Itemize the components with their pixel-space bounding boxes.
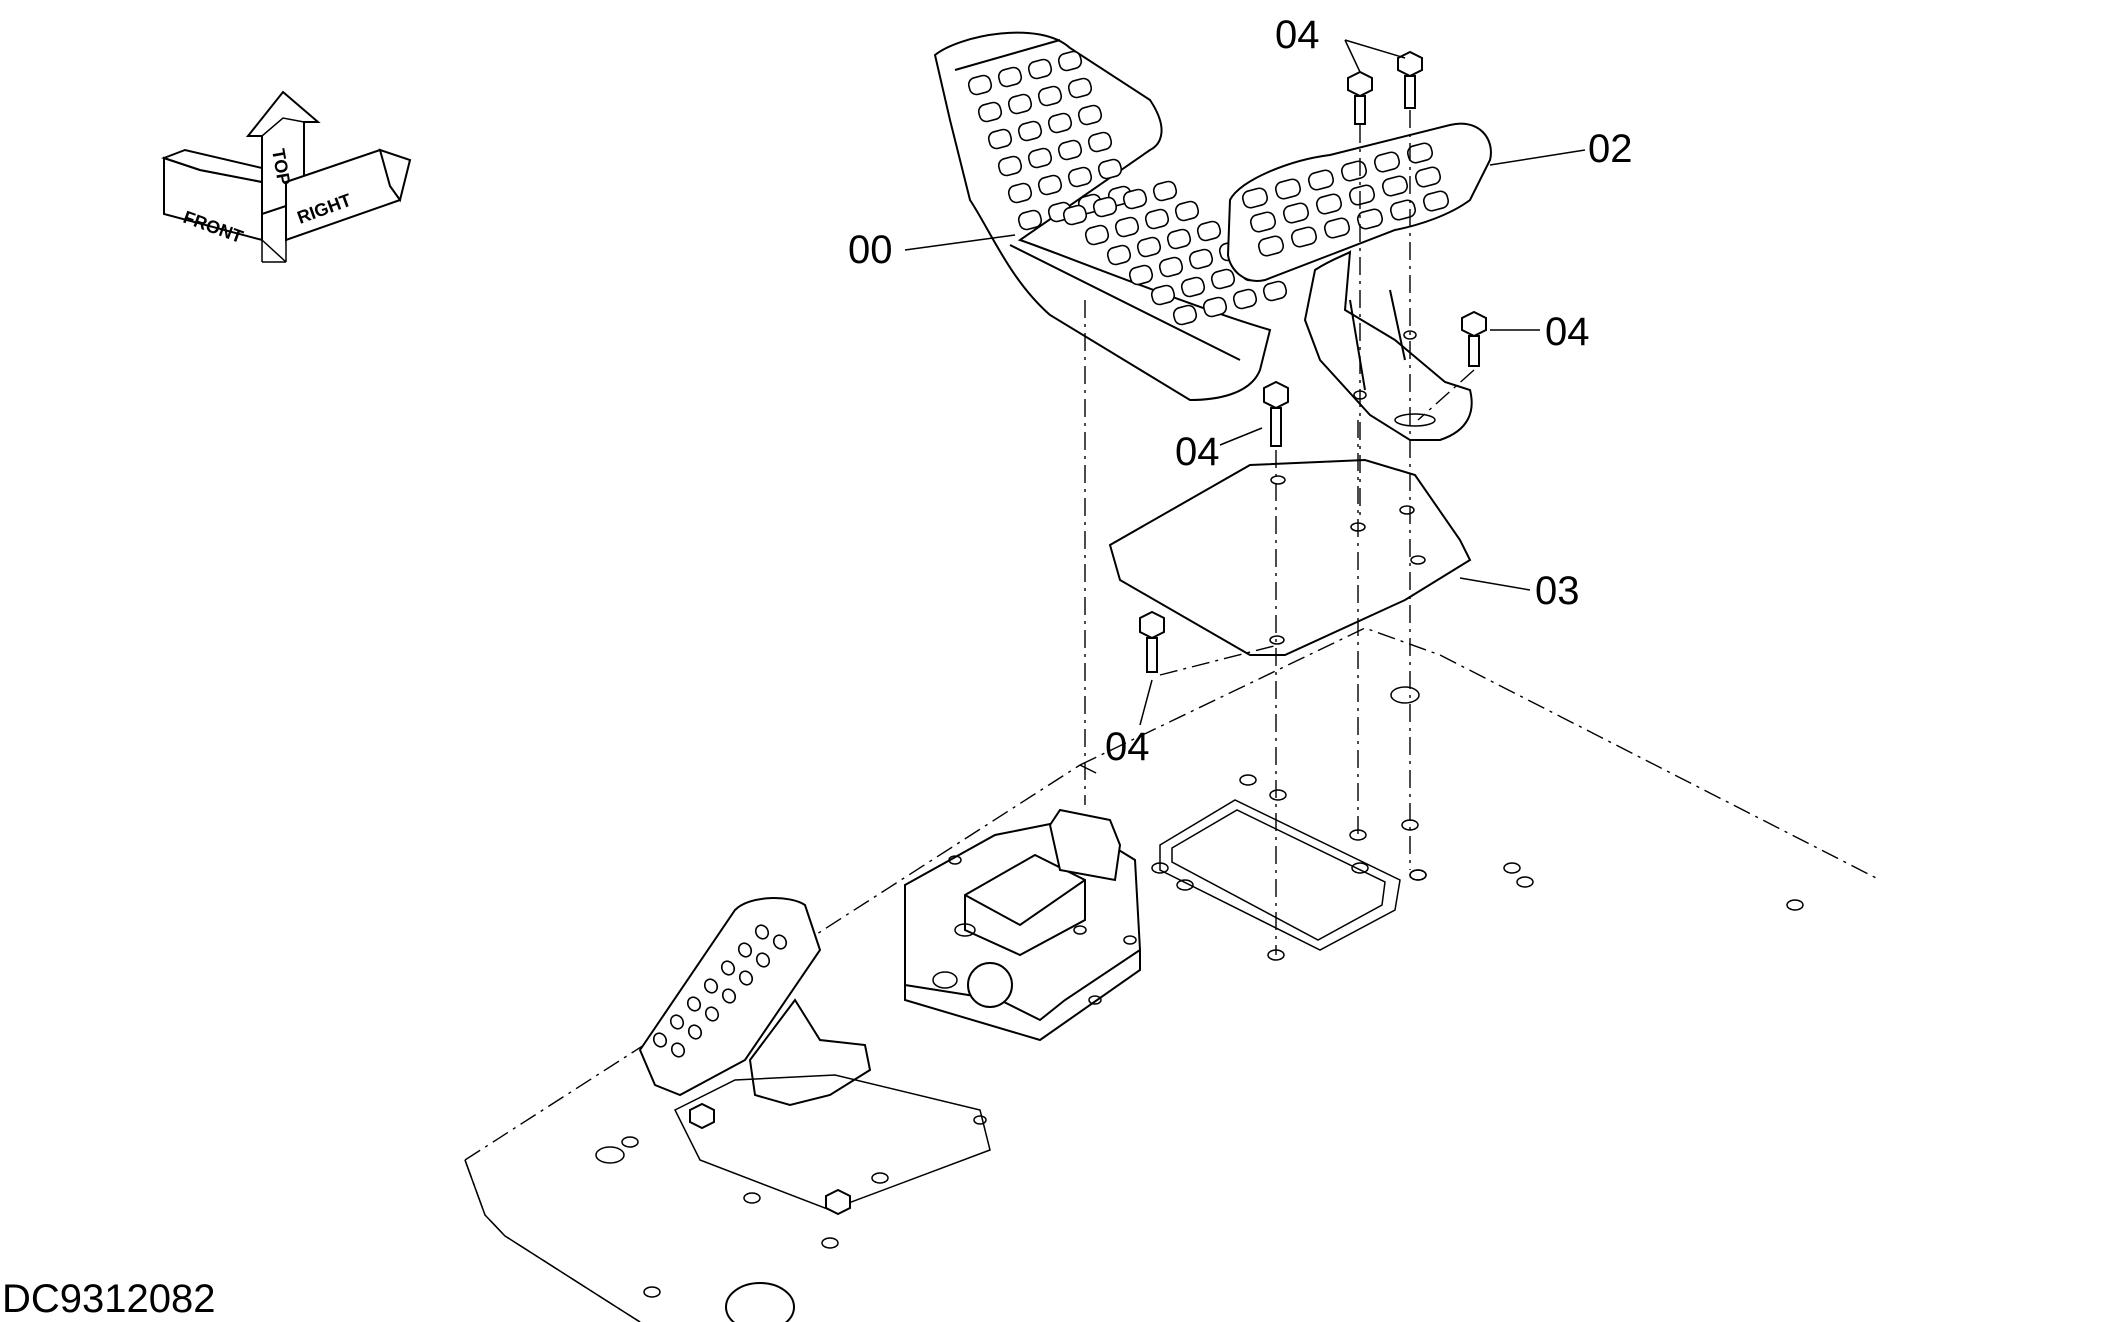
pedal-pad-cleat	[1092, 196, 1118, 218]
floor-plate-outline	[464, 627, 1881, 1322]
pedal-right	[1226, 122, 1492, 441]
pedal-pad-cleat	[1097, 158, 1123, 180]
pedal-pad-cleat	[977, 101, 1003, 123]
pedal-pad-cleat	[1128, 264, 1154, 286]
pedal-pad-cleat	[1017, 120, 1043, 142]
callout-leaders	[904, 39, 1586, 726]
pedal-pad-cleat	[1077, 104, 1103, 126]
bolt-right-mid	[1461, 310, 1487, 367]
pedal-pad-cleat	[1166, 228, 1192, 250]
pedal-pad-cleat	[1315, 193, 1343, 215]
pedal-pad-cleat	[1057, 50, 1083, 72]
document-id: DC9312082	[2, 1277, 216, 1321]
callout-00: 00	[848, 228, 893, 272]
pedal-pad-cleat	[1027, 147, 1053, 169]
pedal-pad-cleat	[1158, 256, 1184, 278]
pedal-pad-cleat	[755, 952, 771, 968]
pedal-pad-cleat	[1087, 131, 1113, 153]
pedal-pad-cleat	[1373, 151, 1401, 173]
pedal-pad-cleat	[1323, 217, 1351, 239]
pedal-pad-cleat	[1017, 209, 1043, 231]
pedal-pad-cleat	[1389, 199, 1417, 221]
pedal-pad-cleat	[1150, 284, 1176, 306]
pedal-pad-cleat	[670, 1042, 686, 1058]
pedal-pad-cleat	[1047, 112, 1073, 134]
mounting-plate	[1108, 458, 1472, 656]
orientation-indicator: FRONT TOP RIGHT	[161, 90, 412, 263]
pedal-pad-cleat	[1007, 182, 1033, 204]
pedal-pad-cleat	[967, 74, 993, 96]
pedal-pad-cleat	[704, 1006, 720, 1022]
pedal-pad-cleat	[720, 960, 736, 976]
pedal-pad-cleat	[1232, 288, 1258, 310]
callout-04-top: 04	[1275, 13, 1320, 57]
pedal-pad-cleat	[1067, 77, 1093, 99]
pedal-pad-cleat	[1210, 268, 1236, 290]
pedal-pad-cleat	[1414, 166, 1442, 188]
pedal-pad-cleat	[1356, 208, 1384, 230]
pedal-pad-cleat	[997, 66, 1023, 88]
pedal-pad-cleat	[1348, 184, 1376, 206]
pedal-pad-cleat	[1290, 226, 1318, 248]
pedal-pad-cleat	[1114, 216, 1140, 238]
pedal-pad-cleat	[703, 978, 719, 994]
floor-features	[595, 686, 1804, 1322]
pedal-pad-cleat	[1144, 208, 1170, 230]
pedal-pad-cleat	[1249, 211, 1277, 233]
pedal-pad-cleat	[737, 942, 753, 958]
callout-04-center: 04	[1175, 430, 1220, 474]
pedal-valve-block	[904, 808, 1142, 1042]
pedal-pad-cleat	[1027, 58, 1053, 80]
pedal-pad-cleat	[1106, 244, 1132, 266]
pedal-pad-cleat	[772, 934, 788, 950]
pedal-pad-cleat	[1262, 280, 1288, 302]
pedal-pad-cleat	[1037, 85, 1063, 107]
pedal-pad-cleat	[754, 924, 770, 940]
pedal-pad-cleat	[1406, 142, 1434, 164]
lower-pedal	[638, 897, 991, 1216]
pedal-pad-cleat	[1202, 296, 1228, 318]
pedal-left	[933, 31, 1288, 402]
pedal-pad-cleat	[1422, 190, 1450, 212]
alignment-lines	[1084, 110, 1475, 955]
pedal-pad-cleat	[1196, 220, 1222, 242]
pedal-pad-cleat	[1274, 178, 1302, 200]
pedal-pad-cleat	[1174, 200, 1200, 222]
pedal-pad-cleat	[1188, 248, 1214, 270]
pedal-pad-cleat	[1381, 175, 1409, 197]
pedal-pad-cleat	[1007, 93, 1033, 115]
pedal-pad-cleat	[1062, 204, 1088, 226]
pedal-pad-cleat	[1282, 202, 1310, 224]
pedal-pad-cleat	[997, 155, 1023, 177]
callout-03: 03	[1535, 569, 1580, 613]
callout-02: 02	[1588, 127, 1633, 171]
pedal-pad-cleat	[1084, 224, 1110, 246]
pedal-pad-cleat	[738, 970, 754, 986]
pedal-pad-cleat	[1172, 304, 1198, 326]
bolt-top-left	[1347, 70, 1373, 125]
pedal-pad-cleat	[1037, 174, 1063, 196]
pedal-pad-cleat	[1122, 188, 1148, 210]
callout-04-lower: 04	[1105, 725, 1150, 769]
pedal-pad-cleat	[1180, 276, 1206, 298]
pedal-pad-cleat	[1136, 236, 1162, 258]
bolt-center	[1263, 380, 1289, 447]
pedal-pad-cleat	[1152, 180, 1178, 202]
pedal-pad-cleat	[669, 1014, 685, 1030]
callout-04-right: 04	[1545, 310, 1590, 354]
bolt-lower-left	[1139, 610, 1165, 673]
pedal-pad-cleat	[686, 996, 702, 1012]
pedal-pad-cleat	[721, 988, 737, 1004]
pedal-pad-cleat	[1241, 187, 1269, 209]
pedal-pad-cleat	[1067, 166, 1093, 188]
callout-labels: 00 02 03 04 04 04 04	[848, 13, 1633, 769]
pedal-pad-cleat	[1307, 169, 1335, 191]
pedal-pad-cleat	[1257, 235, 1285, 257]
bolt-top-right	[1397, 50, 1423, 109]
pedal-pad-cleat	[687, 1024, 703, 1040]
pedal-pad-cleat	[1057, 139, 1083, 161]
pedal-pad-cleat	[652, 1032, 668, 1048]
pedal-pad-cleat	[987, 128, 1013, 150]
